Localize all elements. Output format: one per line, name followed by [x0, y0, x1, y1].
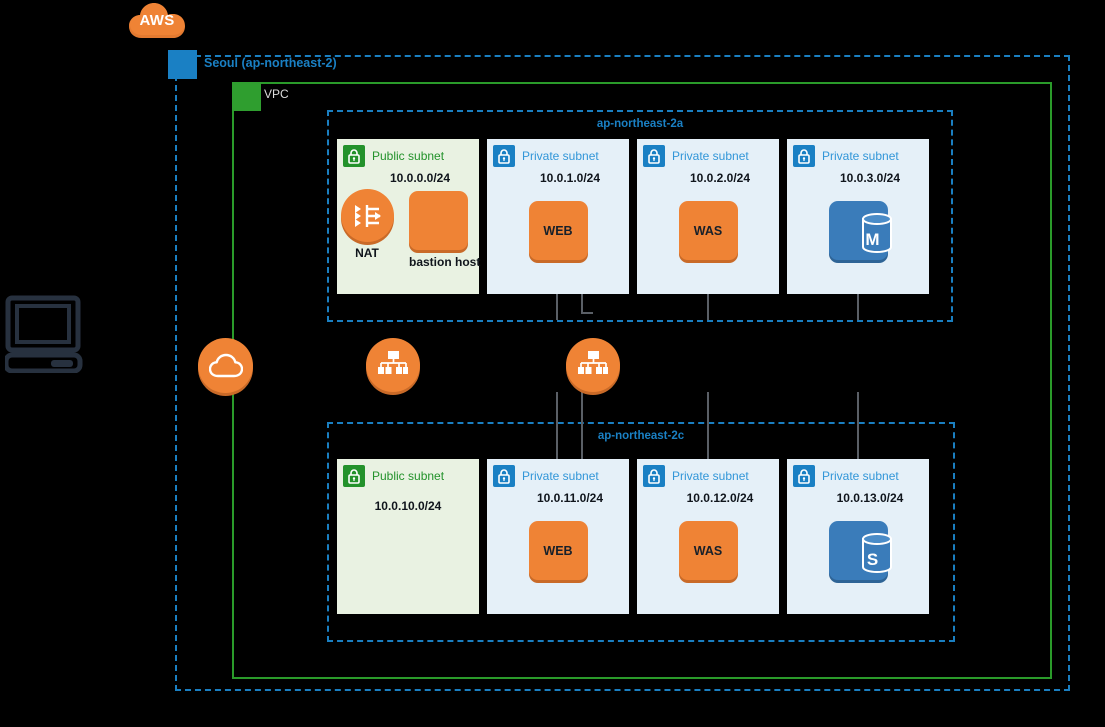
subnet-cidr-label: 10.0.1.0/24: [539, 171, 601, 185]
was-instance-c-label: WAS: [693, 543, 723, 558]
region-label: Seoul (ap-northeast-2): [204, 56, 337, 70]
connector-to-rds-standby: [857, 392, 859, 512]
connector-web-c-outbound: [581, 392, 583, 510]
subnet-type-label: Private subnet: [672, 469, 749, 483]
web-instance-c[interactable]: WEB: [528, 521, 588, 580]
subnet-type-label: Private subnet: [822, 149, 899, 163]
subnet-cidr-label: 10.0.13.0/24: [836, 491, 904, 505]
rds-standby-icon: [861, 533, 892, 573]
subnet-private-10-0-1-0[interactable]: Private subnet 10.0.1.0/24 WEB: [487, 139, 629, 294]
was-instance-a[interactable]: WAS: [678, 201, 738, 260]
ec2-instance-icon: [409, 191, 468, 250]
nat-gateway-label: NAT: [355, 246, 379, 260]
lock-icon: [643, 145, 665, 167]
subnet-private-10-0-11-0[interactable]: Private subnet 10.0.11.0/24 WEB: [487, 459, 629, 614]
subnet-type-label: Private subnet: [672, 149, 749, 163]
region-boundary: [175, 55, 1070, 691]
availability-zone-a-label: ap-northeast-2a: [596, 118, 684, 130]
lock-icon: [343, 145, 365, 167]
cloud-icon: [208, 353, 243, 377]
subnet-cidr-label: 10.0.2.0/24: [689, 171, 751, 185]
client-computer-icon: [3, 295, 87, 374]
subnet-private-10-0-3-0[interactable]: Private subnet 10.0.3.0/24 M: [787, 139, 929, 294]
internet-gateway-node[interactable]: [198, 338, 253, 393]
rds-master-label: M: [865, 230, 880, 249]
availability-zone-c-label: ap-northeast-2c: [597, 430, 685, 442]
availability-zone-a-boundary: ap-northeast-2a: [327, 110, 953, 322]
rds-standby-label: S: [866, 550, 879, 569]
lock-icon: [493, 145, 515, 167]
subnet-private-10-0-12-0[interactable]: Private subnet 10.0.12.0/24 WAS: [637, 459, 779, 614]
web-instance-a-label: WEB: [543, 223, 573, 238]
subnet-private-10-0-13-0[interactable]: Private subnet 10.0.13.0/24 S: [787, 459, 929, 614]
web-instance-a[interactable]: WEB: [528, 201, 588, 260]
web-instance-c-label: WEB: [543, 543, 573, 558]
aws-logo-label: AWS: [139, 12, 175, 29]
rds-master-icon: [861, 213, 892, 253]
was-instance-a-label: WAS: [693, 223, 723, 238]
subnet-cidr-label: 10.0.11.0/24: [536, 491, 604, 505]
lock-icon: [643, 465, 665, 487]
load-balancer-icon: [378, 351, 408, 374]
rds-standby-instance[interactable]: S: [828, 521, 892, 580]
subnet-type-label: Public subnet: [372, 149, 445, 163]
connector-web-a-outbound-elbow: [581, 312, 593, 314]
was-instance-c[interactable]: WAS: [678, 521, 738, 580]
connector-elbwas-to-was-c: [707, 392, 709, 512]
lock-icon: [493, 465, 515, 487]
nat-gateway-node[interactable]: NAT: [341, 189, 394, 260]
subnet-private-10-0-2-0[interactable]: Private subnet 10.0.2.0/24 WAS: [637, 139, 779, 294]
connector-elbweb-to-web-c: [556, 392, 558, 512]
subnet-type-label: Private subnet: [522, 149, 599, 163]
lock-icon: [793, 465, 815, 487]
lock-icon: [343, 465, 365, 487]
subnet-cidr-label: 10.0.12.0/24: [686, 491, 754, 505]
load-balancer-icon: [578, 351, 608, 374]
region-tag-icon: [168, 50, 197, 79]
bastion-host-node[interactable]: bastion host: [409, 191, 481, 269]
subnet-cidr-label: 10.0.10.0/24: [374, 499, 442, 513]
nat-gateway-icon: [341, 189, 394, 242]
subnet-public-10-0-10-0[interactable]: Public subnet 10.0.10.0/24: [337, 459, 479, 614]
rds-master-instance[interactable]: M: [828, 201, 892, 260]
availability-zone-c-boundary: ap-northeast-2c: [327, 422, 955, 642]
aws-cloud-logo-icon: [128, 2, 186, 42]
subnet-cidr-label: 10.0.3.0/24: [839, 171, 901, 185]
subnet-type-label: Private subnet: [522, 469, 599, 483]
bastion-host-label: bastion host: [409, 255, 481, 269]
subnet-cidr-label: 10.0.0.0/24: [389, 171, 451, 185]
subnet-type-label: Private subnet: [822, 469, 899, 483]
load-balancer-was[interactable]: [566, 338, 620, 392]
subnet-type-label: Public subnet: [372, 469, 445, 483]
lock-icon: [793, 145, 815, 167]
vpc-tag-icon: [232, 82, 261, 111]
vpc-label: VPC: [264, 87, 289, 101]
load-balancer-web[interactable]: [366, 338, 420, 392]
